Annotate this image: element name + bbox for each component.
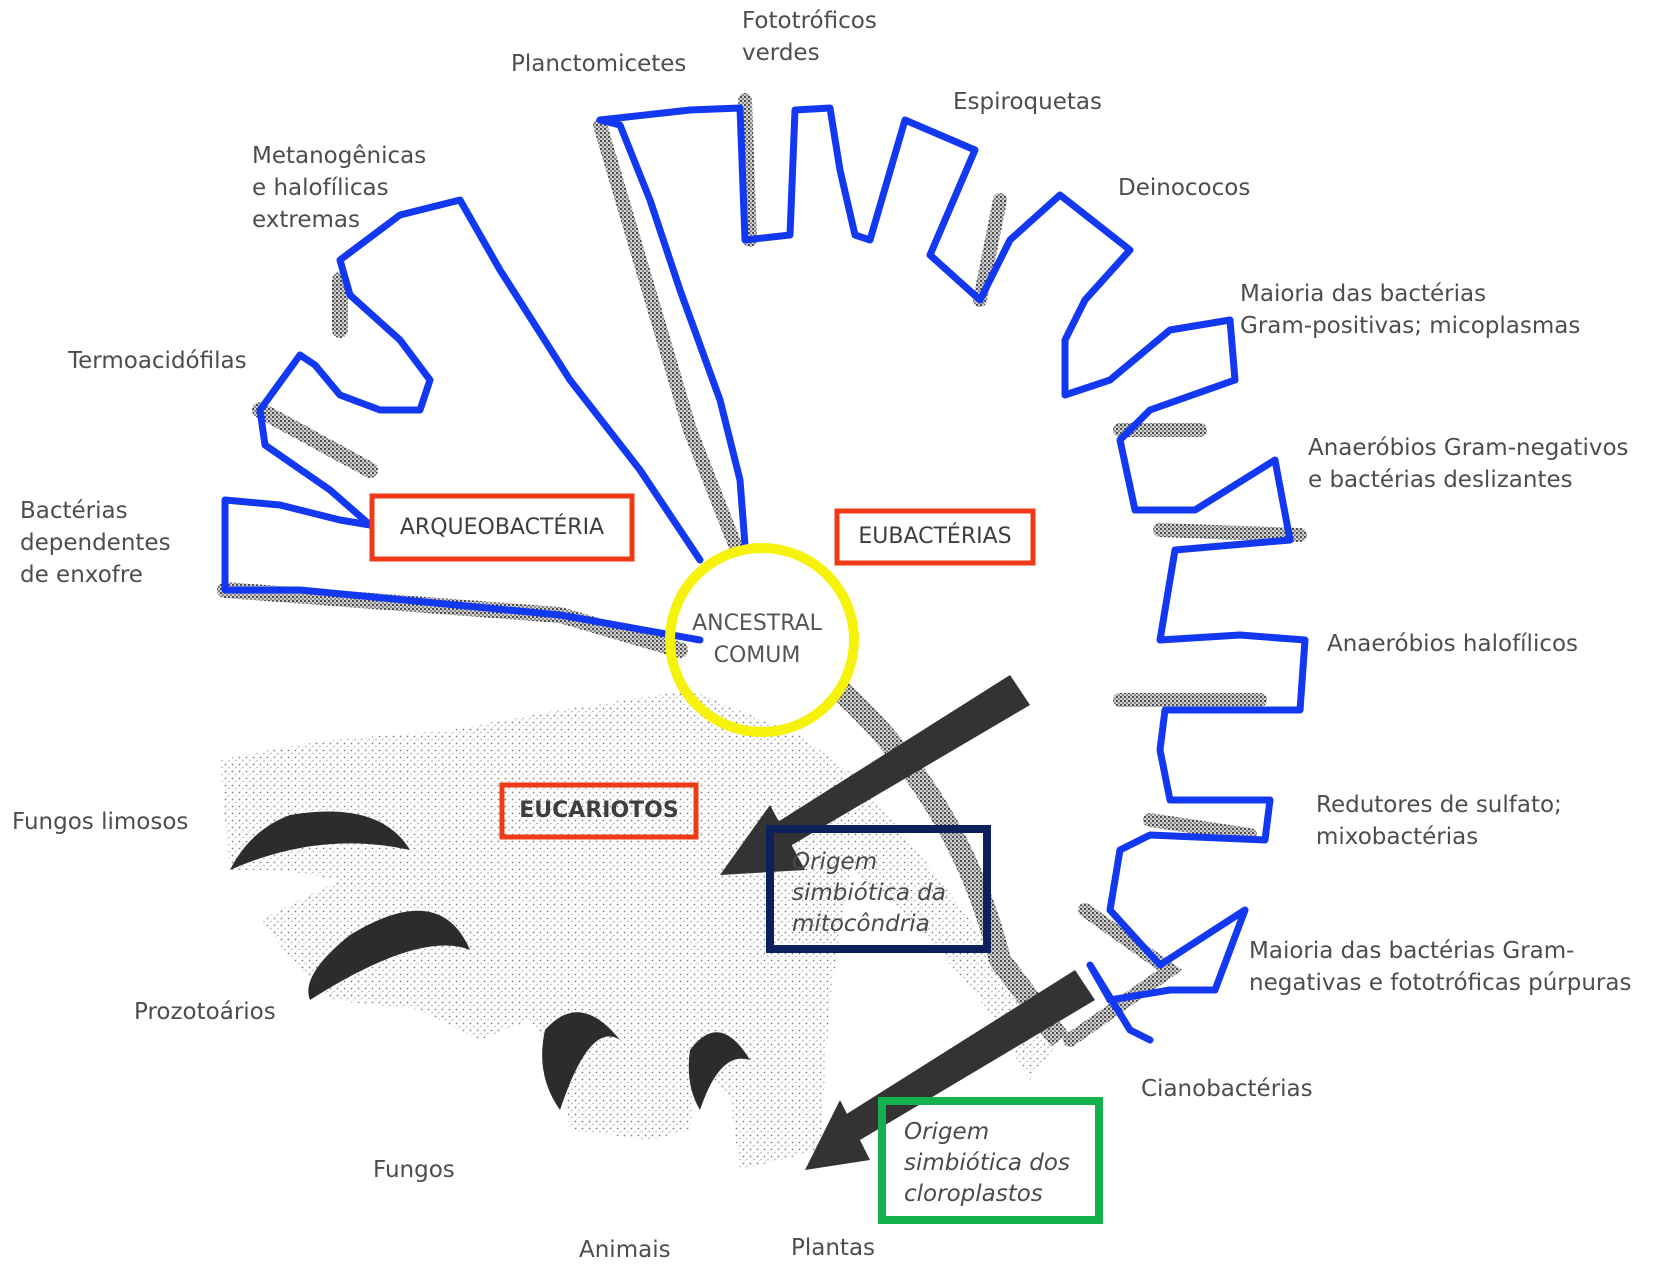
- label-gram-negative: Maioria das bactérias Gram- negativas e …: [1249, 935, 1631, 999]
- label-protozoa: Prozotoários: [134, 996, 276, 1028]
- note-line: simbiótica da: [792, 880, 946, 906]
- label-anaerobic-halophiles: Anaeróbios halofílicos: [1327, 628, 1578, 660]
- mitochondria-arrow: [720, 675, 1030, 875]
- label-line: extremas: [252, 207, 360, 233]
- ancestor-line: ANCESTRAL: [692, 611, 822, 636]
- eukaryote-branches: [230, 811, 750, 1110]
- mitochondria-note: Origem simbiótica da mitocôndria: [770, 829, 987, 949]
- label-planctomycetes: Planctomicetes: [511, 48, 686, 80]
- label-line: Fototróficos: [742, 8, 877, 34]
- label-line: Deinococos: [1118, 175, 1251, 201]
- label-green-phototrophs: Fototróficos verdes: [742, 5, 877, 69]
- label-line: Prozotoários: [134, 999, 276, 1025]
- label-line: e halofílicas: [252, 175, 389, 201]
- archaea-title: ARQUEOBACTÉRIA: [399, 514, 605, 540]
- label-slime-molds: Fungos limosos: [12, 806, 188, 838]
- eukaryote-box: [499, 782, 699, 840]
- note-line: cloroplastos: [904, 1181, 1043, 1207]
- chloroplast-box: [878, 1097, 1103, 1224]
- label-line: Animais: [579, 1237, 671, 1263]
- eubacteria-box: [834, 508, 1036, 566]
- note-line: mitocôndria: [792, 911, 930, 937]
- label-line: mixobactérias: [1316, 824, 1479, 850]
- common-ancestor-label: ANCESTRAL COMUM: [662, 545, 852, 735]
- label-line: de enxofre: [20, 562, 143, 588]
- label-line: Fungos: [373, 1157, 455, 1183]
- eukaryote-arc: [832, 681, 1069, 1047]
- chloroplast-note: Origem simbiótica dos cloroplastos: [882, 1101, 1099, 1220]
- label-thermoacidophiles: Termoacidófilas: [68, 345, 247, 377]
- label-line: Plantas: [791, 1235, 876, 1261]
- label-fungi: Fungos: [373, 1154, 455, 1186]
- note-line: simbiótica dos: [904, 1150, 1070, 1176]
- label-line: verdes: [742, 40, 820, 66]
- label-line: Bactérias: [20, 498, 128, 524]
- label-line: negativas e fototróficas púrpuras: [1249, 970, 1632, 996]
- eukaryote-title: EUCARIOTOS: [519, 798, 679, 823]
- label-line: Planctomicetes: [511, 51, 687, 77]
- label-sulfate-reducers: Redutores de sulfato; mixobactérias: [1316, 789, 1562, 853]
- label-line: Anaeróbios halofílicos: [1327, 631, 1579, 657]
- note-line: Origem: [792, 849, 878, 875]
- label-anaerobic-gram-negative: Anaeróbios Gram-negativos e bactérias de…: [1308, 432, 1629, 496]
- label-line: Anaeróbios Gram-negativos: [1308, 435, 1629, 461]
- label-line: Fungos limosos: [12, 809, 189, 835]
- label-line: dependentes: [20, 530, 171, 556]
- note-line: Origem: [904, 1119, 990, 1145]
- label-spirochetes: Espiroquetas: [953, 86, 1102, 118]
- archaea-box: [369, 493, 635, 562]
- label-animals: Animais: [579, 1234, 671, 1266]
- label-line: Termoacidófilas: [68, 348, 247, 374]
- label-line: Gram-positivas; micoplasmas: [1240, 313, 1581, 339]
- mitochondria-box: [766, 825, 991, 953]
- label-sulfur-bacteria: Bactérias dependentes de enxofre: [20, 495, 171, 591]
- label-line: Espiroquetas: [953, 89, 1102, 115]
- label-line: Maioria das bactérias Gram-: [1249, 938, 1575, 964]
- label-line: e bactérias deslizantes: [1308, 467, 1573, 493]
- ancestor-ring: [665, 543, 859, 737]
- eubacteria-title: EUBACTÉRIAS: [858, 524, 1012, 549]
- label-line: Maioria das bactérias: [1240, 281, 1487, 307]
- label-line: Metanogênicas: [252, 143, 427, 169]
- label-methanogens: Metanogênicas e halofílicas extremas: [252, 140, 426, 236]
- ancestor-line: COMUM: [713, 643, 801, 668]
- label-plants: Plantas: [791, 1232, 875, 1264]
- eubacteria-outline: [596, 104, 1309, 1044]
- label-deinococci: Deinococos: [1118, 172, 1250, 204]
- label-line: Cianobactérias: [1141, 1076, 1313, 1102]
- label-cyanobacteria: Cianobactérias: [1141, 1073, 1313, 1105]
- label-line: Redutores de sulfato;: [1316, 792, 1562, 818]
- label-gram-positive: Maioria das bactérias Gram-positivas; mi…: [1240, 278, 1580, 342]
- eubacteria-shading: [593, 93, 1307, 1047]
- archaea-outline: [221, 196, 704, 644]
